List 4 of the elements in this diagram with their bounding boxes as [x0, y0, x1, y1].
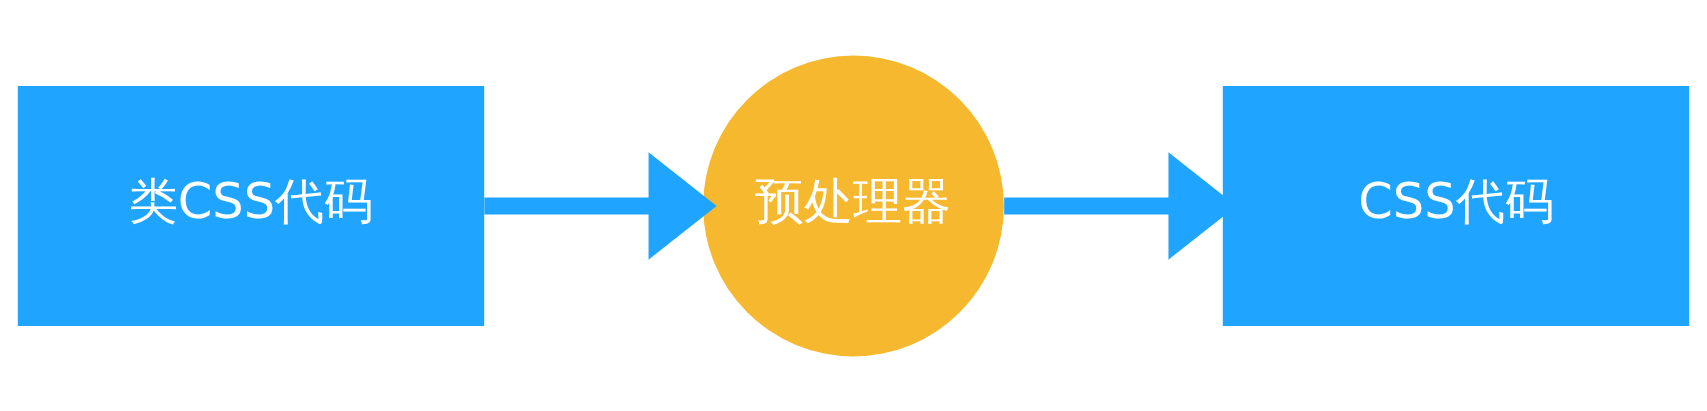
node-circle: 预处理器 — [703, 55, 1004, 356]
arrow — [484, 151, 717, 260]
node-box: CSS代码 — [1222, 85, 1690, 326]
node-box: 类CSS代码 — [17, 85, 485, 326]
